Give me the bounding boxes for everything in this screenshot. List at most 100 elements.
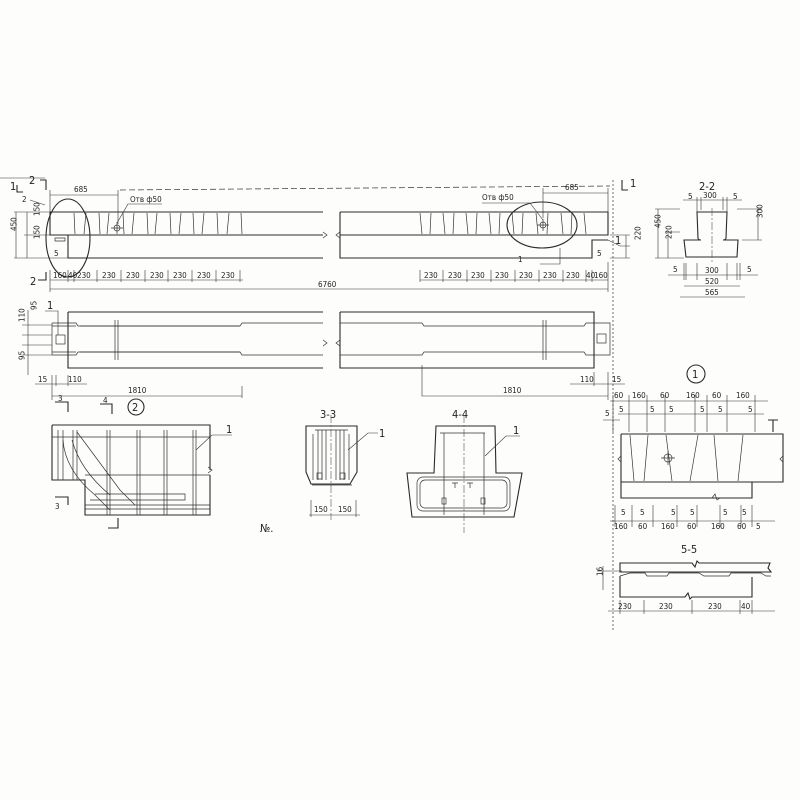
detail-2-outline bbox=[51, 424, 211, 516]
dim-450: 450 bbox=[10, 217, 19, 231]
top-small: 5 bbox=[700, 405, 705, 414]
dim-150-right: 150 bbox=[338, 505, 352, 514]
beam-right-segment bbox=[339, 211, 609, 259]
dim-1810-left: 1810 bbox=[128, 386, 147, 395]
section-4-4-outline bbox=[406, 425, 523, 518]
dim-line bbox=[421, 365, 625, 400]
section-3-3: 3-3 1 150 150 №. bbox=[260, 408, 385, 535]
dim-110-right: 110 bbox=[580, 375, 594, 384]
section-mark-1: 1 bbox=[10, 180, 16, 193]
dim-5-5: 40 bbox=[741, 602, 751, 611]
leader-1-right: 1 bbox=[615, 234, 621, 247]
callout-circle bbox=[686, 364, 706, 384]
section-cut-mark bbox=[55, 496, 119, 529]
dim-5-left: 5 bbox=[54, 249, 59, 258]
spacing-right: 230 bbox=[543, 271, 557, 280]
reinforcement-bars bbox=[416, 432, 511, 515]
dim-bottom-mid: 520 bbox=[705, 277, 719, 286]
plan-stirrup bbox=[114, 320, 119, 360]
section-5-5-bottom bbox=[619, 576, 753, 601]
section-title: 3-3 bbox=[320, 408, 336, 421]
section-4-4: 4-4 1 bbox=[406, 408, 523, 533]
leader-line bbox=[484, 435, 520, 457]
dim-line bbox=[14, 211, 68, 259]
dim-line bbox=[22, 310, 52, 375]
top-dim: 60 bbox=[660, 391, 670, 400]
spacing-right: 40 bbox=[586, 271, 596, 280]
plan-inner-lines bbox=[52, 325, 240, 353]
spacing-left: 230 bbox=[197, 271, 211, 280]
detail-2: 2 3 4 1 3 bbox=[51, 394, 232, 529]
section-3-3-leader-1: 1 bbox=[379, 427, 385, 440]
keyed-joint bbox=[619, 572, 771, 577]
plan-inner-lines bbox=[340, 322, 611, 356]
spacing-right: 230 bbox=[495, 271, 509, 280]
stirrups-left bbox=[73, 212, 243, 235]
top-dim: 160 bbox=[686, 391, 700, 400]
spacing-right: 230 bbox=[566, 271, 580, 280]
bottom-dim: 60 bbox=[638, 522, 648, 531]
section-cut-mark bbox=[16, 179, 47, 193]
break-mark bbox=[335, 231, 341, 239]
section-title: 4-4 bbox=[452, 408, 468, 421]
hole-icon bbox=[111, 222, 123, 234]
detail-2-leader-1: 1 bbox=[226, 423, 232, 436]
spacing-left: 230 bbox=[221, 271, 235, 280]
spacing-left: 230 bbox=[126, 271, 140, 280]
leader-line bbox=[45, 310, 59, 335]
spacing-left: 160 bbox=[53, 271, 67, 280]
dim-300-vertical: 300 bbox=[756, 204, 765, 218]
bottom-small: 5 bbox=[621, 508, 626, 517]
reinforcement-bars bbox=[52, 430, 210, 515]
bottom-small: 5 bbox=[671, 508, 676, 517]
spacing-left: 40 bbox=[68, 271, 78, 280]
bottom-dim: 5 bbox=[756, 522, 761, 531]
spacing-right: 160 bbox=[594, 271, 608, 280]
dim-line bbox=[309, 500, 360, 517]
stirrups bbox=[629, 434, 744, 482]
dim-220: 220 bbox=[634, 226, 643, 240]
bottom-small: 5 bbox=[742, 508, 747, 517]
plan-inner-lines bbox=[51, 322, 323, 356]
bottom-dim: 60 bbox=[687, 522, 697, 531]
dim-220: 220 bbox=[665, 225, 674, 239]
beam-elevation: Отв ф50 Отв ф50 685 685 1 2 2 1 2 450 15… bbox=[0, 174, 643, 292]
plan-embedded-plate bbox=[596, 333, 607, 344]
dim-line bbox=[608, 600, 775, 614]
detail-1: 1 60 160 60 160 60 160 5 5 5 5 5 5 5 5 5… bbox=[603, 180, 784, 630]
dim-line bbox=[683, 197, 742, 214]
dim-5-5: 230 bbox=[618, 602, 632, 611]
plan-left-segment bbox=[67, 311, 323, 369]
spacing-dim-line-left bbox=[49, 270, 243, 292]
dim-16: 16 bbox=[596, 566, 605, 576]
cut-4: 4 bbox=[103, 396, 108, 405]
hole-label-right: Отв ф50 bbox=[482, 193, 514, 202]
detail-callout-ellipse-right bbox=[506, 201, 578, 249]
spacing-dim-line-right bbox=[419, 262, 609, 292]
detail-1-callout: 1 bbox=[692, 368, 698, 381]
leader-line bbox=[540, 248, 561, 265]
spacing-right: 230 bbox=[519, 271, 533, 280]
plan-embedded-plate bbox=[55, 334, 66, 345]
embedded-plate bbox=[54, 237, 66, 242]
break-mark bbox=[335, 339, 341, 347]
section-mark-1-right: 1 bbox=[630, 177, 636, 190]
plan-leader-1: 1 bbox=[47, 299, 53, 312]
dim-5-5: 230 bbox=[708, 602, 722, 611]
detail-2-callout: 2 bbox=[132, 401, 138, 414]
top-small: 5 bbox=[619, 405, 624, 414]
dim-line bbox=[35, 375, 243, 400]
dim-150-top: 150 bbox=[33, 202, 42, 216]
break-mark bbox=[322, 231, 328, 239]
callout-circle bbox=[127, 398, 145, 416]
dim-150-left: 150 bbox=[314, 505, 328, 514]
dim-line bbox=[610, 505, 775, 527]
detail-1-outline bbox=[620, 433, 784, 499]
section-4-4-leader-1: 1 bbox=[513, 424, 519, 437]
stirrups-right bbox=[419, 212, 587, 235]
cut-3: 3 bbox=[58, 394, 63, 403]
dim-line bbox=[49, 190, 119, 224]
section-mark-2-bottom: 2 bbox=[30, 275, 36, 288]
leader-line bbox=[116, 203, 162, 224]
